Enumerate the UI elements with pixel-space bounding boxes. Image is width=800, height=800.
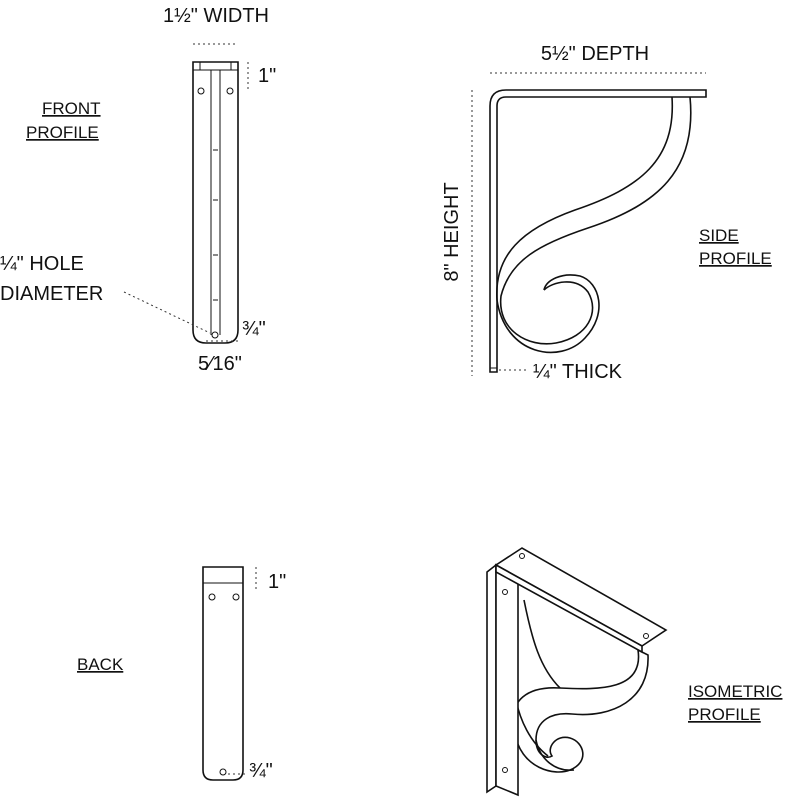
isometric-label-line2: PROFILE (688, 705, 761, 724)
front-top-dim: 1" (258, 65, 276, 87)
isometric-label-line1: ISOMETRIC (688, 682, 782, 701)
front-bracket-outline (192, 61, 239, 344)
hole-leader-line (123, 291, 211, 334)
side-depth-dim: 5½" DEPTH (541, 43, 649, 65)
back-bracket-outline (202, 566, 244, 781)
side-height-dim: 8" HEIGHT (441, 182, 463, 281)
side-profile-label-line1: SIDE (699, 226, 739, 245)
front-width-dim: 1½" WIDTH (163, 5, 269, 27)
side-bracket-outline (489, 89, 707, 373)
front-profile-label-line1: FRONT (42, 99, 101, 118)
back-top-dim: 1" (268, 571, 286, 593)
front-bottom-dim: 5⁄16" (198, 353, 242, 375)
isometric-bracket-outline (486, 547, 668, 797)
side-thick-dim: ¼" THICK (533, 361, 623, 383)
isometric-view: ISOMETRIC PROFILE (486, 547, 782, 797)
back-view: 1" ¾" BACK (77, 566, 286, 782)
back-bottom-dim: ¾" (249, 760, 273, 782)
hole-diameter-label-line2: DIAMETER (0, 283, 103, 305)
side-profile-view: 5½" DEPTH 8" HEIGHT ¼" THICK SIDE PROFIL… (441, 43, 772, 383)
hole-diameter-label-line1: ¼" HOLE (0, 253, 84, 275)
front-profile-view: 1½" WIDTH 1" FRONT PROFILE ¼" HOLE DIAME… (0, 5, 276, 375)
side-profile-label-line2: PROFILE (699, 249, 772, 268)
back-label: BACK (77, 655, 124, 674)
front-hole-inset-dim: ¾" (242, 318, 266, 340)
front-profile-label-line2: PROFILE (26, 123, 99, 142)
